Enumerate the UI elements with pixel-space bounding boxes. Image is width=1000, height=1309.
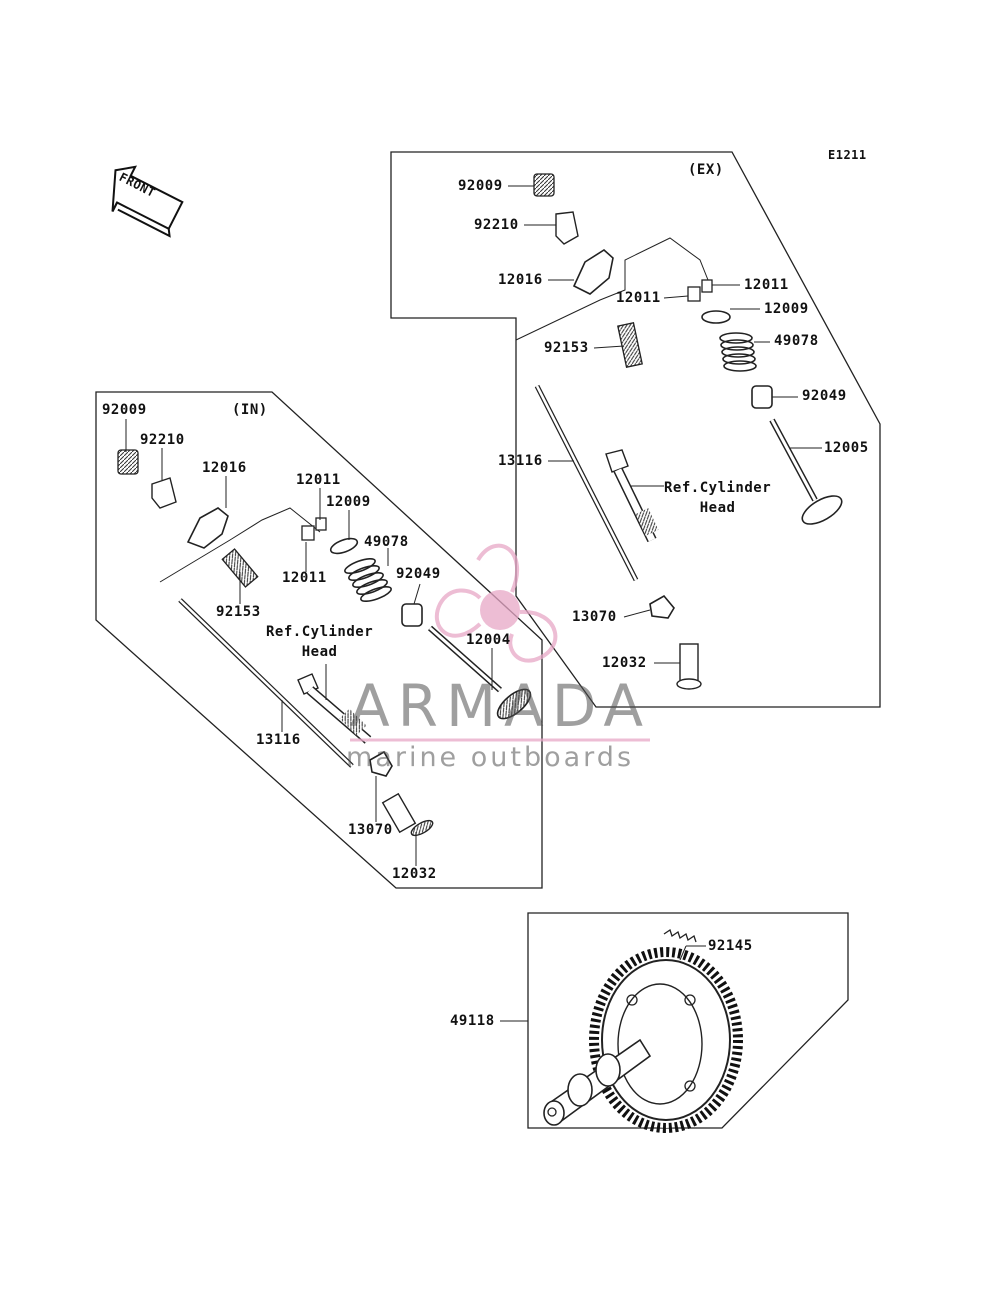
ex-nut-icon (555, 211, 579, 245)
watermark-title: ARMADA (350, 672, 652, 740)
part-number: 92049 (396, 566, 441, 582)
in-stud-icon (221, 548, 259, 588)
ex-lifter-icon (649, 594, 675, 619)
part-number: 92210 (474, 217, 519, 233)
part-number: 12016 (202, 460, 247, 476)
ex-pushrod-icon (534, 384, 639, 582)
diagram-code: E1211 (828, 148, 867, 162)
part-number: 92049 (802, 388, 847, 404)
part-number: 12009 (326, 494, 371, 510)
in-group-label: (IN) (232, 402, 268, 418)
part-number: 49078 (364, 534, 409, 550)
watermark-subtitle: marine outboards (346, 742, 635, 773)
part-number: 12016 (498, 272, 543, 288)
ex-ref-cylinder-head-note: Ref.Cylinder Head (664, 480, 772, 516)
cam-group-frame (527, 912, 849, 1129)
in-collet-icon (301, 525, 315, 541)
part-number: 92210 (140, 432, 185, 448)
leader-lines (125, 185, 822, 1022)
part-number: 13070 (348, 822, 393, 838)
part-number: 12009 (764, 301, 809, 317)
ex-retainer-icon (701, 310, 731, 324)
part-number: 92145 (708, 938, 753, 954)
part-number: 49118 (450, 1013, 495, 1029)
part-number: 13116 (498, 453, 543, 469)
part-number: 12011 (616, 290, 661, 306)
part-number: 12011 (296, 472, 341, 488)
part-number: 12004 (466, 632, 511, 648)
in-tappet-icon (381, 792, 434, 837)
in-nut-icon (151, 477, 177, 509)
part-number: 12032 (392, 866, 437, 882)
ex-valve-spring-icon (719, 332, 757, 372)
cam-spring-icon (663, 928, 697, 943)
ex-group-label: (EX) (688, 162, 724, 178)
front-arrow-icon (111, 165, 184, 238)
ex-tappet-icon (676, 643, 702, 690)
in-valve-icon (428, 625, 532, 720)
in-ref-bolt-icon (297, 673, 372, 744)
in-valve-spring-icon (344, 557, 392, 603)
in-pushrod-icon (178, 598, 354, 768)
ex-ref-bolt-icon (605, 449, 659, 543)
part-number: 49078 (774, 333, 819, 349)
ex-valve-icon (769, 418, 843, 525)
part-number: 12011 (744, 277, 789, 293)
ex-collet-icon (687, 286, 701, 302)
part-number: 13070 (572, 609, 617, 625)
ex-rocker-arm-icon (572, 249, 614, 295)
ex-group-frame (390, 151, 881, 708)
in-adjuster-screw-icon (117, 449, 139, 475)
part-number: 92009 (458, 178, 503, 194)
camshaft-gear-icon (589, 947, 743, 1133)
part-number: 12011 (282, 570, 327, 586)
in-stem-seal-icon (401, 603, 423, 627)
armada-logo-icon (350, 543, 650, 742)
in-group-frame (95, 391, 543, 889)
in-ref-cylinder-head-note: Ref.Cylinder Head (266, 624, 374, 660)
part-number: 12032 (602, 655, 647, 671)
part-number: 92009 (102, 402, 147, 418)
ex-stud-icon (617, 322, 643, 368)
camshaft-icon (543, 1038, 652, 1126)
ex-adjuster-screw-icon (533, 173, 555, 197)
part-number: 13116 (256, 732, 301, 748)
in-rocker-arm-icon (186, 507, 229, 549)
ex-stem-seal-icon (751, 385, 773, 409)
part-number: 92153 (544, 340, 589, 356)
part-number: 92153 (216, 604, 261, 620)
in-retainer-icon (329, 537, 359, 555)
part-number: 12005 (824, 440, 869, 456)
in-lifter-icon (369, 750, 393, 777)
